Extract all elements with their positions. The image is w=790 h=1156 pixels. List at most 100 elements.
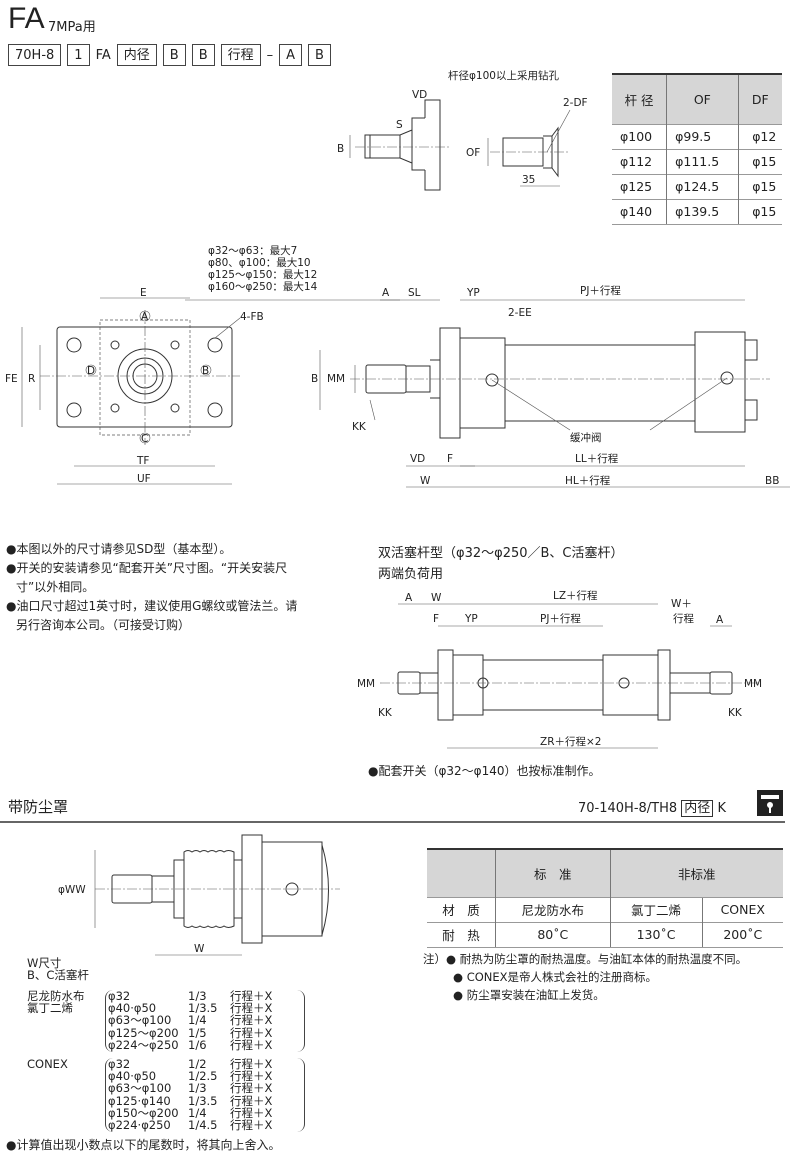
rod-table-rows-0-1: φ99.5	[666, 123, 739, 149]
rod-end-labels-b: B	[337, 143, 344, 155]
rod-table-rows-3-0: φ140	[612, 198, 667, 225]
double-rod-labels-a: A	[405, 592, 413, 604]
dust-cover-labels-ww: φWW	[58, 884, 86, 896]
rod-table-rows-3-1: φ139.5	[666, 198, 739, 225]
notes-0: ●本图以外的尺寸请参见SD型（基本型）。	[6, 542, 232, 556]
side-view-labels-f: F	[447, 453, 453, 465]
model-code: 70H-8 1 FA 内径 B B 行程 – A B	[8, 44, 331, 66]
dust-cover-w-groups-1-rows-2-2: 行程＋X	[230, 1081, 273, 1096]
front-view-notes-3: φ160～φ250：最大14	[208, 280, 318, 293]
col-header: 杆 径	[612, 73, 667, 124]
double-rod-drawing: A W LZ＋行程 W＋ 行程 A F YP PJ＋行程 MM MM KK KK…	[357, 589, 762, 749]
dust-cover-w-groups-0-rows-2-1: 1/4	[188, 1013, 207, 1028]
side-view-labels-pj: PJ＋行程	[580, 284, 621, 297]
front-view-drawing: E 4-FB FE R TF UF A B C D φ32～φ63：最大7 φ8…	[5, 244, 400, 485]
double-rod-labels-mm: MM	[357, 678, 375, 690]
front-view-labels-c: C	[141, 433, 148, 445]
dust-cover-w-groups-0-rows-3-2: 行程＋X	[230, 1025, 273, 1040]
code-text: FA	[95, 47, 111, 63]
front-view-labels-uf: UF	[137, 473, 151, 485]
dust-cover-table-rows-1-0: 耐 热	[427, 921, 496, 948]
side-view-labels-ee: 2-EE	[508, 307, 532, 319]
dust-cover-w-groups-0-rows-3-0: φ125～φ200	[108, 1025, 179, 1040]
side-view-labels-kk: KK	[352, 421, 367, 433]
rod-table-rows-1-2: φ15	[737, 148, 782, 174]
front-view-labels-d: D	[87, 365, 95, 377]
front-view-labels-b: B	[202, 365, 209, 377]
front-view-labels-fe: FE	[5, 373, 18, 385]
code-box: 1	[67, 44, 90, 66]
rod-table-rows-0-2: φ12	[737, 123, 782, 149]
col-header: OF	[666, 73, 739, 124]
dust-cover-w-sub: B、C活塞杆	[27, 968, 89, 983]
page-subtitle: 7MPa用	[48, 20, 96, 35]
dust-cover-w-groups-1-rows-3-2: 行程＋X	[230, 1093, 273, 1108]
dust-cover-w-groups-1-rows-0-0: φ32	[108, 1057, 131, 1071]
dust-cover-w-groups-1-rows-5-0: φ224·φ250	[108, 1118, 171, 1133]
dust-cover-w-groups-0-rows-1-0: φ40·φ50	[108, 1001, 157, 1016]
double-rod-note: ●配套开关（φ32～φ140）也按标准制作。	[368, 764, 601, 778]
double-rod-labels-w2: W＋	[671, 598, 692, 610]
dust-cover-w-groups-1-rows-1-2: 行程＋X	[230, 1069, 273, 1084]
double-rod-labels-yp: YP	[464, 613, 478, 625]
side-view-labels-ll: LL＋行程	[575, 452, 619, 465]
dust-cover-w-groups-0-rows-0-0: φ32	[108, 989, 131, 1003]
rod-end-labels-len: 35	[522, 174, 535, 186]
double-rod-labels-kk: KK	[378, 707, 393, 719]
dust-cover-w-groups-0-rows-4-0: φ224～φ250	[108, 1037, 179, 1052]
double-rod-labels-f: F	[433, 613, 439, 625]
dust-cover-w-groups-1-rows-2-0: φ63～φ100	[108, 1081, 172, 1096]
dust-cover-w-groups-1-rows-2-1: 1/3	[188, 1081, 207, 1096]
rod-end-labels-vd: VD	[412, 89, 427, 101]
manual-icon	[757, 790, 783, 816]
side-view-labels-mm: MM	[327, 373, 345, 385]
dust-cover-model-box: 内径	[681, 800, 714, 817]
dust-cover-model: 70-140H-8/TH8 内径 K	[578, 797, 726, 817]
rod-table-rows-2-2: φ15	[737, 173, 782, 199]
code-box: B	[308, 44, 331, 66]
double-rod-labels-lz: LZ＋行程	[553, 589, 598, 602]
dust-cover-notes: 注）● 耐热为防尘罩的耐热温度。与油缸本体的耐热温度不同。● CONEX是帝人株…	[423, 950, 747, 1004]
dust-cover-table-rows-1-2: 130˚C	[609, 921, 703, 948]
front-view-labels-e: E	[140, 287, 147, 299]
double-rod-labels-kk2: KK	[728, 707, 743, 719]
page-title: FA	[8, 2, 45, 35]
dust-cover-w-groups-1-rows-1-0: φ40·φ50	[108, 1069, 157, 1084]
dust-cover-w-groups-1-rows-3-0: φ125·φ140	[108, 1093, 171, 1108]
dust-cover-w-groups-0-rows-3-1: 1/5	[188, 1025, 207, 1040]
dust-cover-labels-w: W	[194, 943, 205, 955]
dust-cover-table-rows-0-0: 材 质	[427, 896, 496, 922]
notes: ●本图以外的尺寸请参见SD型（基本型）。●开关的安装请参见“配套开关”尺寸图。“…	[6, 540, 297, 635]
dust-cover-w-groups-1-rows-3-1: 1/3.5	[188, 1093, 218, 1108]
dust-cover-drawing: φWW W	[58, 834, 340, 956]
dust-cover-w-groups-0-rows-1-2: 行程＋X	[230, 1001, 273, 1016]
side-view-labels-vd: VD	[410, 453, 425, 465]
side-view-labels-valve: 缓冲阀	[570, 431, 602, 444]
dust-cover-w-groups-0-rows-0-1: 1/3	[188, 989, 207, 1003]
side-view-labels-hl: HL＋行程	[565, 474, 611, 487]
dust-cover-w-groups-0-name2: 氯丁二烯	[27, 1001, 73, 1015]
side-view-labels-bb: BB	[765, 475, 779, 487]
rod-end-labels-s: S	[396, 119, 403, 131]
dust-cover-w-groups-1-rows-0-1: 1/2	[188, 1057, 207, 1071]
side-view-labels-yp: YP	[466, 287, 480, 299]
code-box: A	[279, 44, 303, 66]
rod-table-rows-2-1: φ124.5	[666, 173, 739, 199]
dust-cover-table-rows-0-3: CONEX	[701, 896, 783, 922]
dust-cover-model: 70-140H-8/TH8	[578, 801, 678, 816]
dust-cover-w-groups-0-rows-2-2: 行程＋X	[230, 1013, 273, 1028]
dust-cover-w-groups-1-rows-1-1: 1/2.5	[188, 1069, 218, 1084]
dust-cover-w-groups-1-rows-4-1: 1/4	[188, 1105, 207, 1120]
dust-cover-w-groups-1-rows-4-0: φ150～φ200	[108, 1105, 179, 1120]
dust-cover-w-groups-0-rows-2-0: φ63～φ100	[108, 1013, 172, 1028]
front-view-labels-r: R	[28, 373, 35, 385]
notes-4: 另行咨询本公司。（可接受订购）	[16, 618, 191, 632]
dust-cover-table-rows-1-3: 200˚C	[701, 921, 783, 948]
